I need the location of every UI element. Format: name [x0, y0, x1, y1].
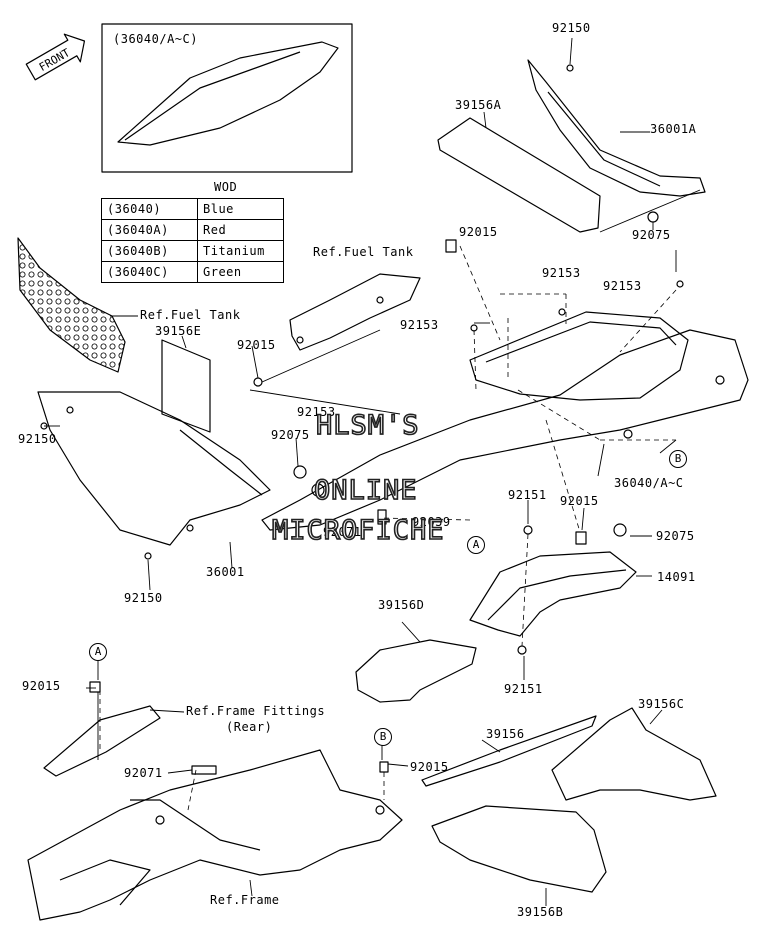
- callout-92015-mid: 92015: [560, 494, 599, 508]
- marker-B-lower: B: [374, 728, 392, 746]
- fuel-tank-bracket: [289, 273, 421, 351]
- callout-92015-left: 92015: [237, 338, 276, 352]
- callout-92151-bottom: 92151: [504, 682, 543, 696]
- callout-39156D: 39156D: [378, 598, 425, 612]
- callout-39156B: 39156B: [517, 905, 564, 919]
- color-legend-table: (36040) Blue (36040A) Red (36040B) Titan…: [101, 198, 284, 283]
- marker-A-lower: A: [89, 643, 107, 661]
- legend-color: Blue: [197, 198, 284, 220]
- tail-cowl-36040: [261, 329, 749, 531]
- callout-ref-frame-fittings: Ref.Frame Fittings: [186, 704, 326, 718]
- callout-ref-frame: Ref.Frame: [210, 893, 280, 907]
- inset-label: (36040/A~C): [113, 32, 198, 46]
- legend-header: WOD: [214, 180, 238, 194]
- callout-rear: (Rear): [226, 720, 273, 734]
- legend-code: (36040B): [101, 240, 198, 262]
- legend-row: (36040B) Titanium: [101, 240, 284, 262]
- pad-39156E: [161, 339, 211, 433]
- grommet-92075-left: [293, 465, 307, 479]
- callout-92151-top: 92151: [508, 488, 547, 502]
- callout-92015-A: 92015: [22, 679, 61, 693]
- legend-color: Titanium: [197, 240, 284, 262]
- marker-A-upper: A: [467, 536, 485, 554]
- callout-92150-left: 92150: [18, 432, 57, 446]
- legend-code: (36040C): [101, 261, 198, 283]
- callout-92150-top: 92150: [552, 21, 591, 35]
- pad-39156D: [355, 639, 477, 703]
- callout-ref-fuel-tank-2: Ref.Fuel Tank: [140, 308, 241, 322]
- legend-row: (36040) Blue: [101, 198, 284, 220]
- seat-opening: [469, 311, 689, 401]
- callout-36040-a-c: 36040/A~C: [614, 476, 684, 490]
- callout-92071-bottom: 92071: [124, 766, 163, 780]
- legend-row: (36040A) Red: [101, 219, 284, 241]
- inset-frame: [101, 23, 353, 173]
- callout-39156: 39156: [486, 727, 525, 741]
- callout-92075-mid: 92075: [656, 529, 695, 543]
- legend-row: (36040C) Green: [101, 261, 284, 283]
- dotted-knee-pad: [17, 237, 126, 373]
- callout-92015-B: 92015: [410, 760, 449, 774]
- pad-39156A: [437, 117, 601, 233]
- callout-92153-a: 92153: [400, 318, 439, 332]
- legend-color: Green: [197, 261, 284, 283]
- collar-92015-tank: [445, 239, 457, 253]
- watermark-line-3: MICROFICHE: [271, 514, 445, 547]
- marker-B-upper: B: [669, 450, 687, 468]
- side-cover-36001: [37, 391, 271, 546]
- callout-39156E: 39156E: [155, 324, 202, 338]
- callout-39156A: 39156A: [455, 98, 502, 112]
- callout-92153-b: 92153: [297, 405, 336, 419]
- callout-92071-top: 92071: [323, 525, 362, 539]
- legend-color: Red: [197, 219, 284, 241]
- callout-14091: 14091: [657, 570, 696, 584]
- watermark-line-1: HLSM'S: [315, 409, 420, 442]
- callout-92153-mid: 92153: [542, 266, 581, 280]
- callout-ref-fuel-tank-1: Ref.Fuel Tank: [313, 245, 414, 259]
- callout-39156C: 39156C: [638, 697, 685, 711]
- legend-code: (36040A): [101, 219, 198, 241]
- grommet-92075-right: [647, 211, 659, 223]
- inset-side-cover-shape: [117, 41, 339, 146]
- cover-36001A: [527, 59, 706, 197]
- pad-39156C: [551, 707, 717, 801]
- legend-code: (36040): [101, 198, 198, 220]
- callout-36001: 36001: [206, 565, 245, 579]
- callout-92075-left: 92075: [271, 428, 310, 442]
- callout-92015-tank: 92015: [459, 225, 498, 239]
- callout-92153-right: 92153: [603, 279, 642, 293]
- rear-frame: [27, 749, 403, 921]
- front-arrow-icon: FRONT: [25, 33, 86, 81]
- pad-39156B: [431, 805, 607, 893]
- watermark-line-2: ONLINE: [313, 474, 418, 507]
- strip-39156: [421, 715, 597, 787]
- callout-92150-bottom: 92150: [124, 591, 163, 605]
- callout-92039: 92039: [412, 515, 451, 529]
- callout-92075-right: 92075: [632, 228, 671, 242]
- callout-36001A: 36001A: [650, 122, 697, 136]
- cover-14091: [469, 551, 637, 637]
